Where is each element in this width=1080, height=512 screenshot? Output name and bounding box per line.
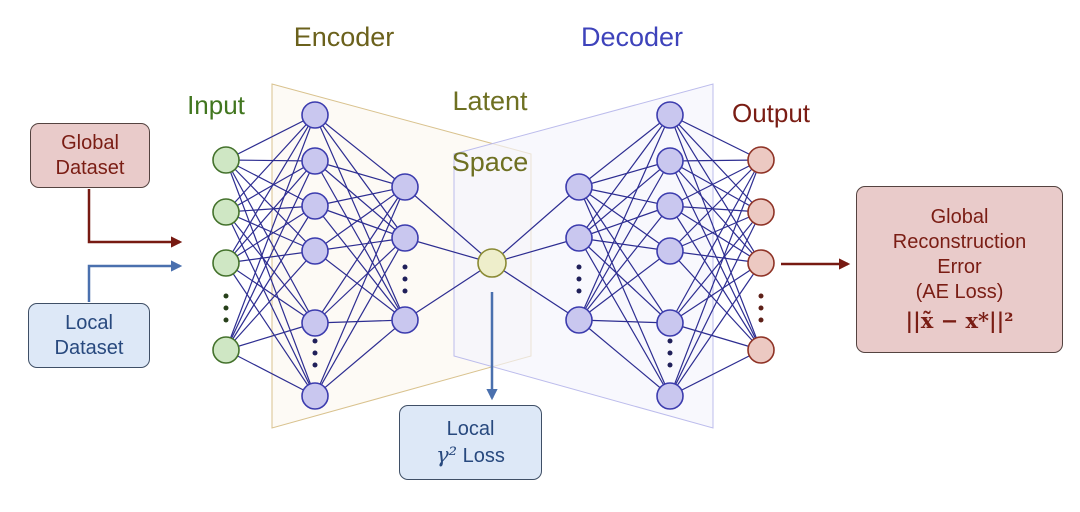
loss-word: Loss: [457, 444, 505, 467]
ellipsis-dot: [758, 293, 764, 299]
global-to-input-arrow: [87, 189, 183, 248]
ae-loss-formula: ||x̃ − x*||²: [905, 307, 1014, 333]
enc-h1-node: [301, 237, 329, 265]
encoder-label: Encoder: [293, 22, 395, 52]
decoder-panel: [453, 83, 714, 429]
ellipsis-dot: [223, 293, 229, 299]
ellipsis-dot: [312, 338, 318, 344]
ellipsis-dot: [667, 338, 673, 344]
global-dataset-box: Global Dataset: [30, 123, 150, 188]
dec-h1-node: [565, 224, 593, 252]
global-dataset-line2: Dataset: [55, 156, 125, 179]
dec-h2-node: [656, 382, 684, 410]
dec-h1-node: [565, 306, 593, 334]
network-edges: [225, 114, 762, 397]
input-label: Input: [187, 90, 245, 120]
global-error-line4: (AE Loss): [915, 280, 1004, 303]
ellipsis-dot: [667, 362, 673, 368]
global-reconstruction-error-box: Global Reconstruction Error (AE Loss) ||…: [856, 186, 1063, 353]
ellipsis-dot: [402, 264, 408, 270]
ellipsis-dot: [758, 305, 764, 311]
ellipsis-dot: [312, 350, 318, 356]
enc-h1-node: [301, 309, 329, 337]
enc-h1-node: [301, 147, 329, 175]
local-loss-line1: Local: [446, 417, 495, 440]
local-to-input-arrow: [87, 260, 183, 302]
local-dataset-line2: Dataset: [54, 336, 124, 359]
dec-h2-layer: [656, 101, 684, 410]
global-dataset-line1: Global: [61, 131, 119, 154]
dec-h2-node: [656, 309, 684, 337]
output-node: [747, 198, 775, 226]
ellipsis-dot: [223, 305, 229, 311]
input-node: [212, 198, 240, 226]
latent-label-line2: Space: [451, 146, 529, 177]
latent-label-line1: Latent: [452, 86, 528, 117]
output-layer: [747, 146, 775, 364]
dec-h2-node: [656, 147, 684, 175]
input-node: [212, 336, 240, 364]
enc-h1-node: [301, 382, 329, 410]
dec-h2-node: [656, 192, 684, 220]
dec-h1-node: [565, 173, 593, 201]
ellipsis-dot: [667, 350, 673, 356]
enc-h1-node: [301, 101, 329, 129]
output-label: Output: [731, 98, 811, 128]
enc-h2-node: [391, 306, 419, 334]
enc-h2-node: [391, 224, 419, 252]
local-loss-line2: γ² Loss: [436, 442, 505, 469]
ellipsis-dot: [223, 317, 229, 323]
output-node: [747, 146, 775, 174]
local-dataset-line1: Local: [65, 311, 113, 334]
enc-h2-layer: [391, 173, 419, 334]
latent-space-label: Latent Space: [425, 56, 555, 177]
global-error-line3: Error: [937, 255, 982, 278]
enc-h2-node: [391, 173, 419, 201]
global-error-line2: Reconstruction: [892, 230, 1027, 253]
dec-h2-node: [656, 101, 684, 129]
ellipsis-dot: [758, 317, 764, 323]
local-dataset-box: Local Dataset: [28, 303, 150, 368]
latent-node: [477, 248, 507, 278]
local-loss-box: Local γ² Loss: [399, 405, 542, 480]
input-node: [212, 146, 240, 174]
decoder-label: Decoder: [580, 22, 684, 52]
enc-h1-layer: [301, 101, 329, 410]
output-node: [747, 249, 775, 277]
gamma-squared-symbol: γ²: [436, 442, 458, 467]
ellipsis-dot: [312, 362, 318, 368]
ellipsis-dot: [402, 276, 408, 282]
input-layer: [212, 146, 240, 364]
latent-layer: [477, 248, 507, 278]
dec-h2-node: [656, 237, 684, 265]
dec-h1-layer: [565, 173, 593, 334]
global-error-line1: Global: [930, 205, 989, 228]
output-node: [747, 336, 775, 364]
enc-h1-node: [301, 192, 329, 220]
ellipsis-dot: [576, 264, 582, 270]
ellipsis-dot: [576, 276, 582, 282]
input-node: [212, 249, 240, 277]
ellipsis-dot: [576, 288, 582, 294]
ellipsis-dot: [402, 288, 408, 294]
